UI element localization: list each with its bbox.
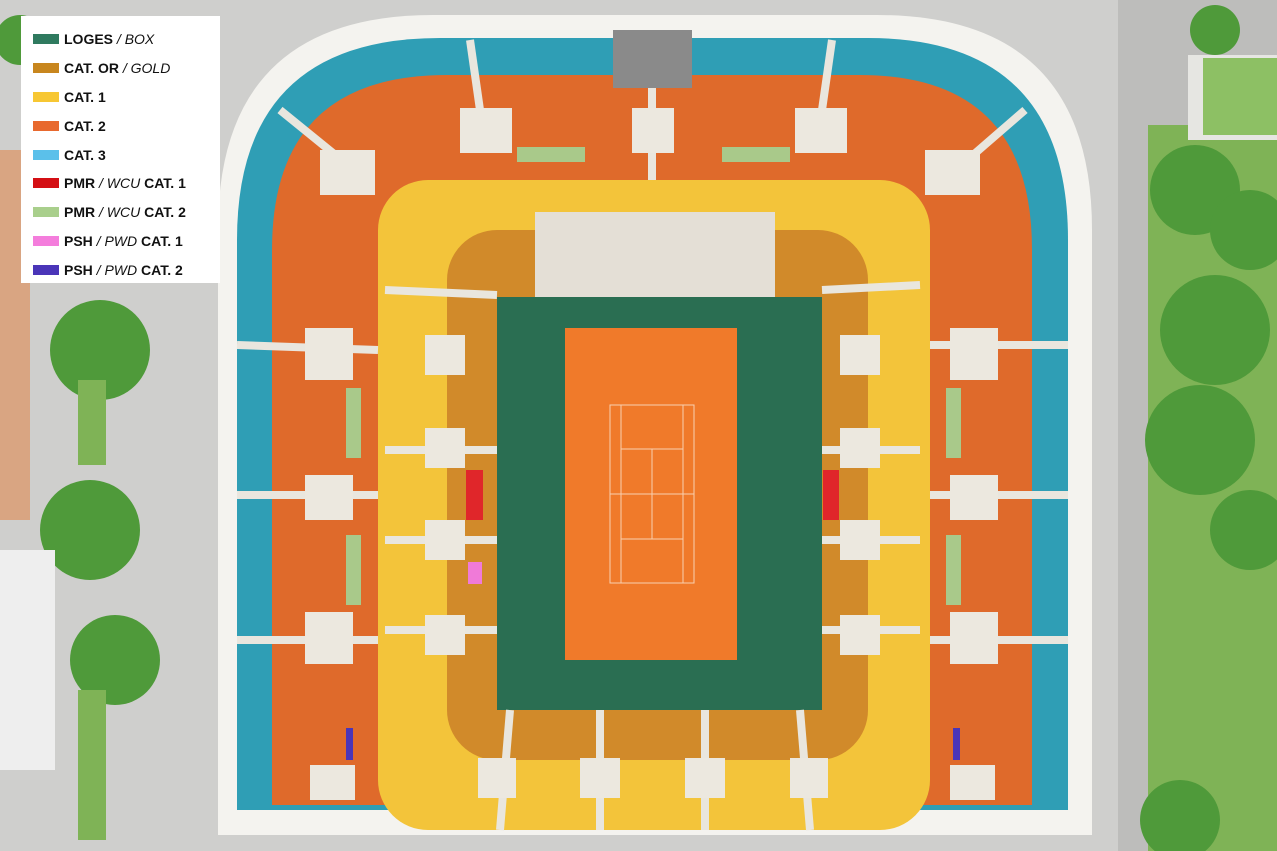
lawn-strip — [78, 380, 106, 465]
legend-label-bold: CAT. 1 — [64, 88, 106, 105]
wcu-cat2 — [946, 535, 961, 605]
green-roof — [1203, 58, 1277, 135]
legend-label-bold: PMR — [64, 204, 96, 221]
legend-label: PSH / PWD CAT. 2 — [64, 262, 183, 278]
wcu-cat2 — [946, 388, 961, 458]
legend-label-bold: CAT. OR — [64, 60, 119, 77]
wcu-cat2 — [346, 535, 361, 605]
wcu-cat1-left — [466, 470, 483, 520]
legend-label-suffix: CAT. 1 — [137, 232, 183, 249]
legend-label-sep: / — [113, 31, 125, 48]
legend-item: PMR / WCU CAT. 1 — [33, 169, 220, 198]
legend-label-bold: PMR — [64, 175, 96, 192]
legend-label-bold: PSH — [64, 261, 93, 278]
legend-label-italic: WCU — [106, 204, 141, 221]
wcu-cat2 — [722, 147, 790, 162]
legend-swatch — [33, 63, 59, 74]
legend-label: LOGES / BOX — [64, 31, 154, 47]
legend-item: CAT. 1 — [33, 83, 220, 112]
legend-label-suffix: CAT. 2 — [140, 204, 186, 221]
legend-label-sep: / — [95, 175, 107, 192]
legend-label-italic: GOLD — [130, 60, 171, 77]
presidential-stand — [535, 212, 775, 297]
legend-label-italic: PWD — [104, 232, 138, 249]
legend-label-sep: / — [95, 204, 107, 221]
legend-item: PSH / PWD CAT. 2 — [33, 255, 220, 284]
legend-label-sep: / — [92, 232, 105, 249]
legend-label-italic: PWD — [104, 261, 138, 278]
pwd-cat2 — [346, 728, 353, 760]
pwd-cat1 — [468, 562, 482, 584]
legend-item: LOGES / BOX — [33, 25, 220, 54]
legend-label: PMR / WCU CAT. 2 — [64, 204, 186, 220]
wcu-cat2 — [517, 147, 585, 162]
legend-label-italic: WCU — [106, 175, 141, 192]
legend-item: PMR / WCU CAT. 2 — [33, 198, 220, 227]
legend-swatch — [33, 207, 59, 218]
legend-label-bold: LOGES — [64, 31, 114, 48]
legend-item: CAT. 2 — [33, 111, 220, 140]
legend-label: PMR / WCU CAT. 1 — [64, 175, 186, 191]
legend-label: CAT. 1 — [64, 89, 106, 105]
accessible-seating — [346, 147, 961, 760]
legend-swatch — [33, 34, 59, 45]
legend-label-suffix: CAT. 2 — [137, 261, 183, 278]
legend-item: CAT. 3 — [33, 140, 220, 169]
legend-label-suffix: CAT. 1 — [140, 175, 186, 192]
legend-item: CAT. OR / GOLD — [33, 54, 220, 83]
press-box — [613, 30, 692, 88]
legend-label-bold: CAT. 2 — [64, 117, 106, 134]
legend-label-bold: CAT. 3 — [64, 146, 106, 163]
legend-label-sep: / — [118, 60, 131, 77]
legend-label: PSH / PWD CAT. 1 — [64, 233, 183, 249]
legend-label: CAT. OR / GOLD — [64, 60, 170, 76]
trees — [0, 5, 1277, 851]
lawn-strip — [78, 690, 106, 840]
legend-swatch — [33, 235, 59, 246]
legend-label: CAT. 2 — [64, 118, 106, 134]
legend-label: CAT. 3 — [64, 147, 106, 163]
wcu-cat2 — [346, 388, 361, 458]
legend-item: PSH / PWD CAT. 1 — [33, 227, 220, 256]
legend-swatch — [33, 91, 59, 102]
vomitories — [305, 108, 998, 800]
pwd-cat2 — [953, 728, 960, 760]
left-building-2 — [0, 550, 55, 770]
legend-swatch — [33, 264, 59, 275]
wcu-cat1-right — [823, 470, 839, 520]
legend-swatch — [33, 120, 59, 131]
legend-label-sep: / — [92, 261, 105, 278]
legend-swatch — [33, 149, 59, 160]
court-lines — [609, 404, 695, 584]
legend-swatch — [33, 178, 59, 189]
legend: LOGES / BOX CAT. OR / GOLD CAT. 1 CAT. 2 CAT… — [21, 16, 220, 283]
legend-label-bold: PSH — [64, 232, 93, 249]
legend-label-italic: BOX — [124, 31, 155, 48]
